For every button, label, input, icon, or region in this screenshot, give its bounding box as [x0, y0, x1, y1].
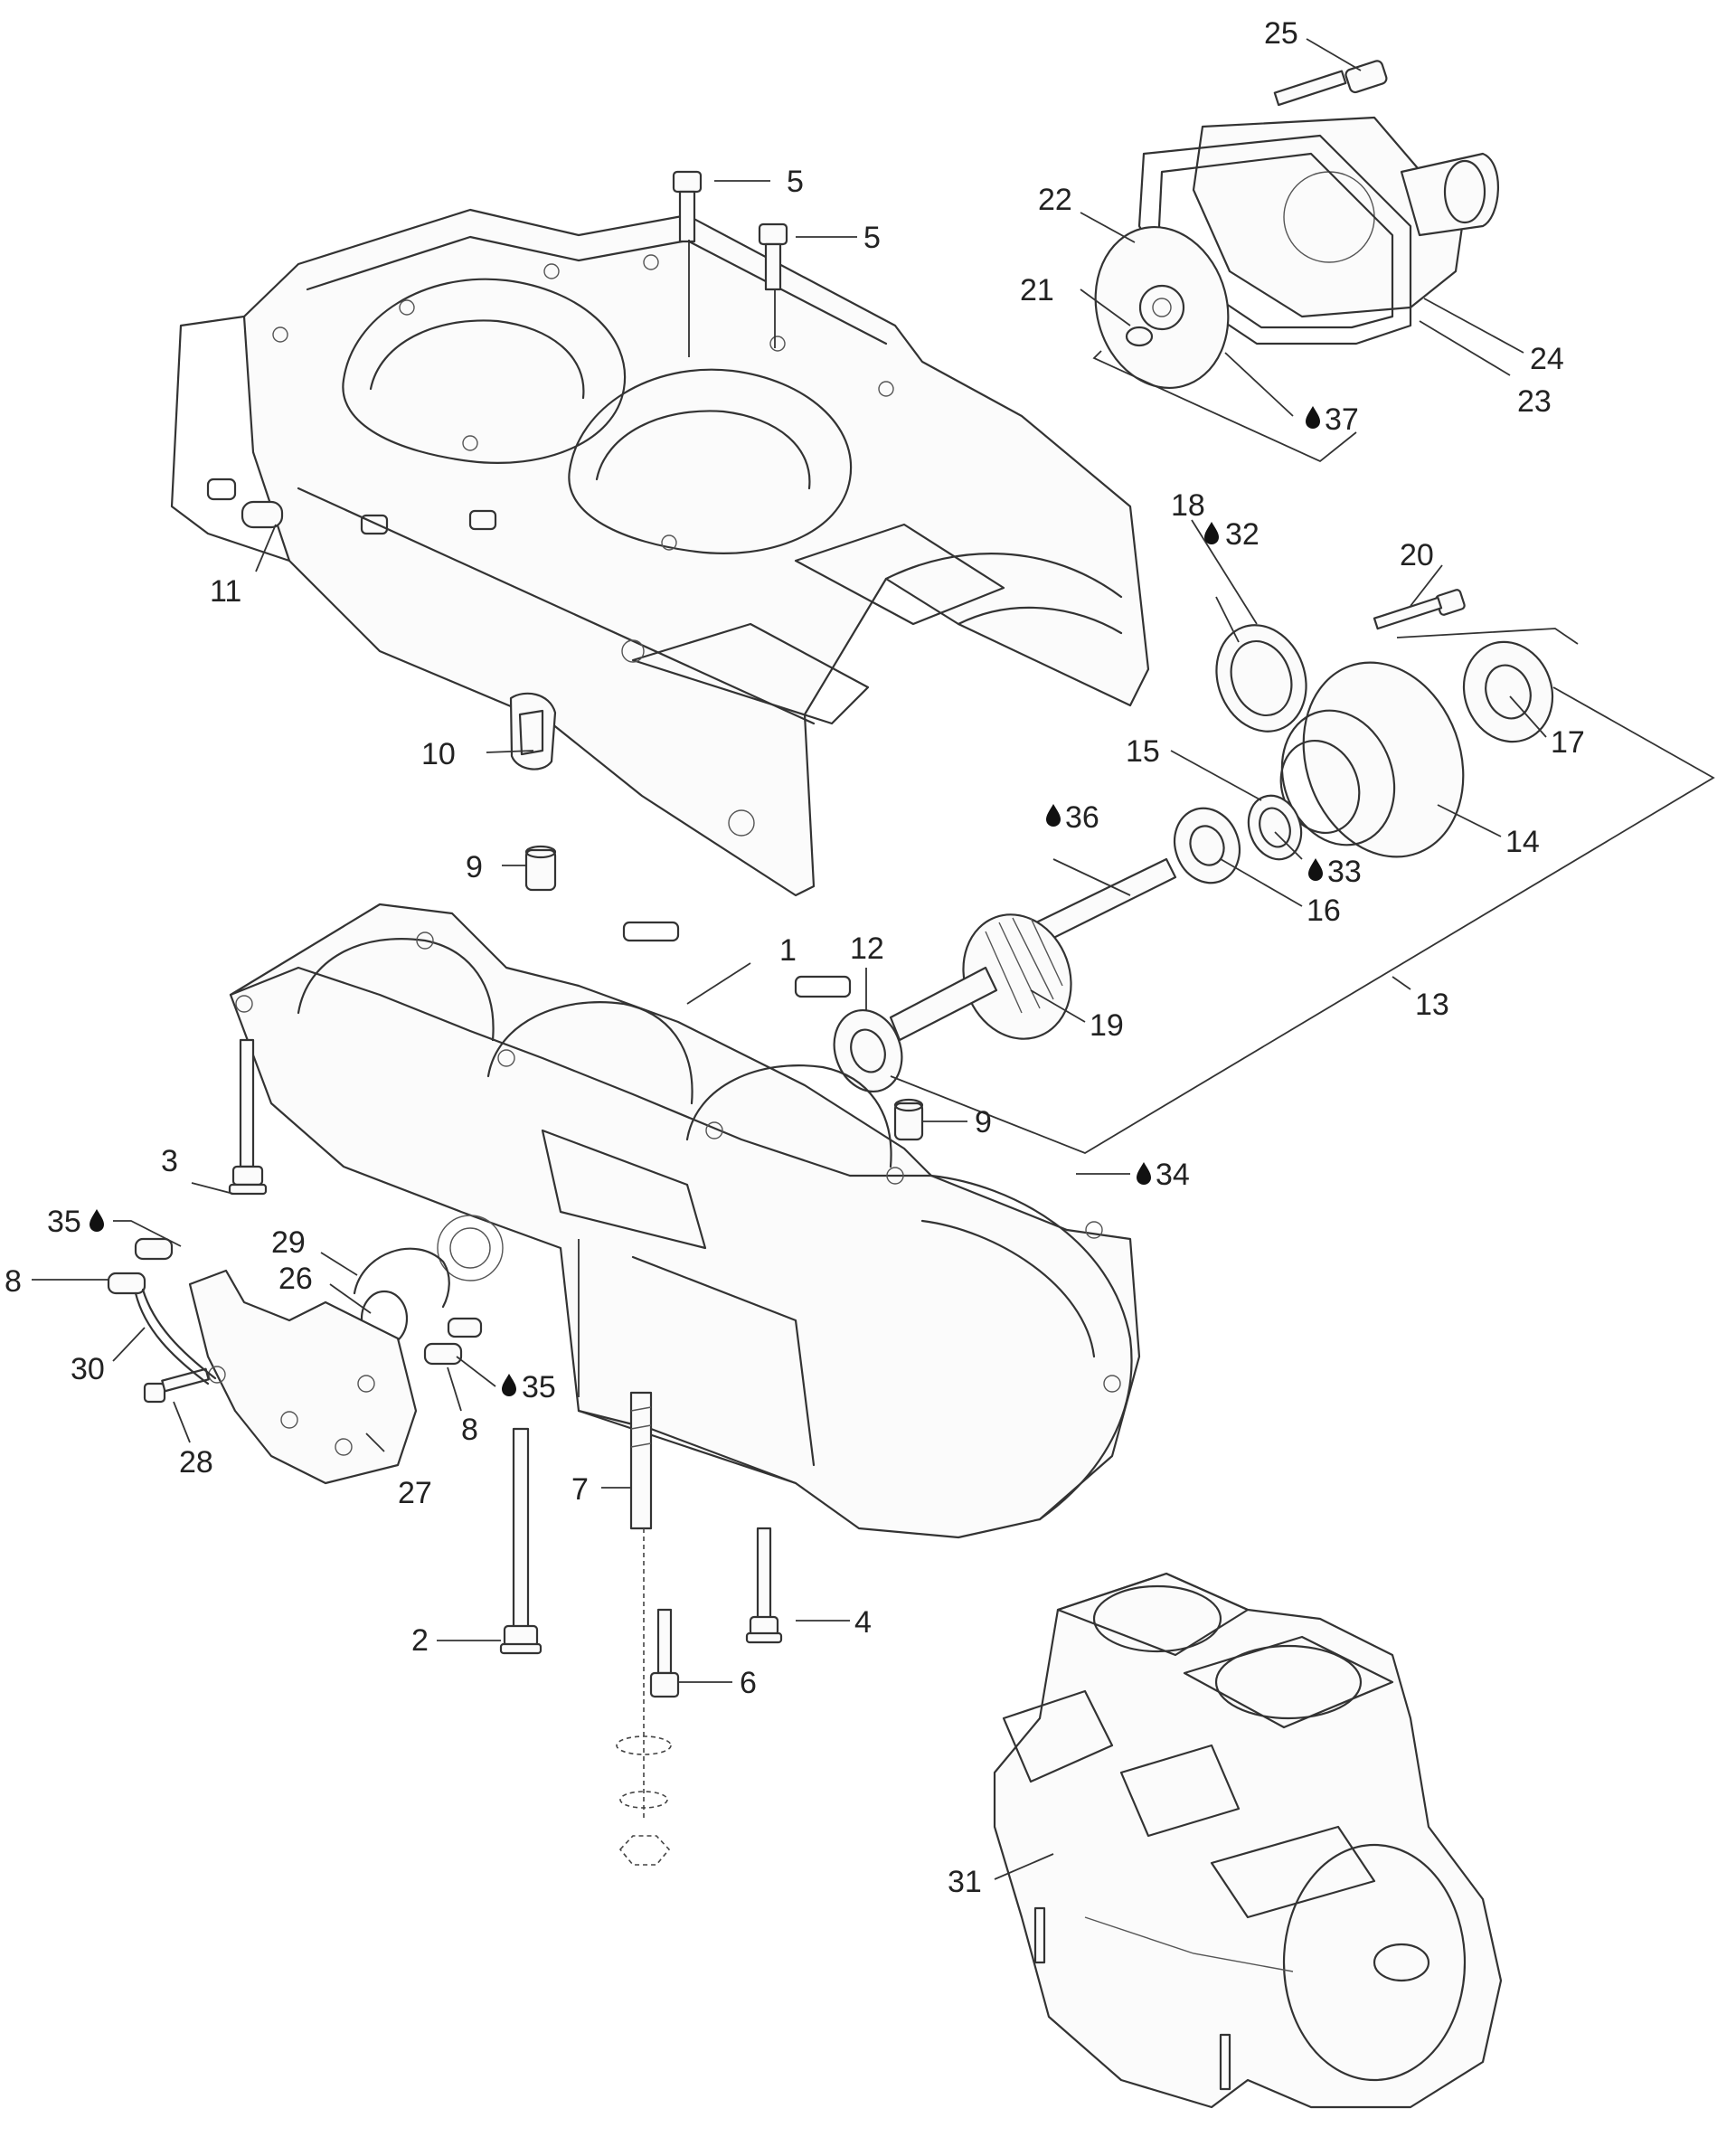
- lower-crankcase-half: [229, 903, 1141, 1539]
- seal-part-10: [509, 692, 557, 771]
- callout-6: 6: [740, 1666, 757, 1700]
- callout-32: 32: [1225, 517, 1260, 552]
- oil-drop-icon-35-right: [502, 1374, 516, 1396]
- fitting-part-8-left: [107, 1237, 174, 1295]
- oil-drop-icon-37: [1306, 406, 1320, 429]
- callout-3: 3: [161, 1144, 178, 1178]
- oil-drop-icon-35-left: [90, 1209, 104, 1232]
- impeller-part-22: [1094, 225, 1230, 390]
- bolt-part-5-b: [758, 222, 788, 291]
- callout-23: 23: [1517, 384, 1552, 419]
- seal-part-17: [1462, 640, 1554, 743]
- bolt-part-2: [499, 1427, 542, 1655]
- bolt-part-6: [649, 1608, 680, 1698]
- bolt-part-28: [143, 1367, 210, 1404]
- bolt-part-3: [228, 1038, 268, 1196]
- callout-9-lower: 9: [975, 1105, 992, 1139]
- bolt-part-20: [1373, 589, 1466, 630]
- callout-12: 12: [850, 931, 884, 966]
- callout-36: 36: [1065, 800, 1099, 835]
- callout-22: 22: [1038, 183, 1072, 217]
- gasket-part-29: [353, 1247, 450, 1309]
- callout-19: 19: [1090, 1008, 1124, 1043]
- oil-drop-icon-32: [1204, 522, 1219, 544]
- callout-35-right: 35: [522, 1370, 556, 1404]
- callout-1: 1: [779, 933, 797, 968]
- callout-11: 11: [210, 574, 241, 609]
- callout-34: 34: [1156, 1158, 1190, 1192]
- callout-4: 4: [854, 1605, 872, 1640]
- callout-28: 28: [179, 1445, 213, 1480]
- callout-5-b: 5: [863, 221, 881, 255]
- bolt-part-5-a: [672, 170, 703, 243]
- bolt-part-25: [1273, 60, 1388, 107]
- washer-part-21: [1125, 326, 1154, 347]
- callout-30: 30: [71, 1352, 105, 1386]
- upper-crankcase-half: [170, 208, 1150, 897]
- callout-7: 7: [571, 1472, 589, 1507]
- fitting-part-11: [241, 500, 284, 529]
- seal-part-15: [1247, 794, 1303, 861]
- bearing-part-12: [833, 1008, 903, 1093]
- callout-24: 24: [1530, 342, 1564, 376]
- callout-16: 16: [1307, 894, 1341, 928]
- callout-26: 26: [278, 1262, 313, 1296]
- oil-pump-part-27: [188, 1269, 418, 1485]
- dowel-part-9-lower: [893, 1098, 924, 1141]
- callout-33: 33: [1327, 855, 1362, 889]
- callout-9-upper: 9: [466, 850, 483, 884]
- bearing-part-16: [1174, 807, 1241, 884]
- assembled-engine-part-31: [993, 1572, 1503, 2109]
- optional-washers-and-nut: [616, 1528, 672, 1866]
- callout-10: 10: [421, 737, 456, 771]
- callout-2: 2: [411, 1623, 429, 1658]
- oil-drop-icon-34: [1137, 1162, 1151, 1185]
- callout-5-a: 5: [787, 165, 804, 199]
- callout-29: 29: [271, 1225, 306, 1260]
- callout-labels: 25 5 5 22 21 24 23 37 18 32 20 11 10 15 …: [5, 16, 1585, 1899]
- callout-21: 21: [1020, 273, 1054, 307]
- callout-18: 18: [1171, 488, 1205, 523]
- dowel-part-9-upper: [524, 845, 557, 892]
- callout-25: 25: [1264, 16, 1298, 51]
- callout-37: 37: [1325, 402, 1359, 437]
- callout-27: 27: [398, 1476, 432, 1510]
- callout-35-left: 35: [47, 1205, 81, 1239]
- assembly-bracket-lines: [890, 350, 1715, 1154]
- callout-15: 15: [1126, 734, 1160, 769]
- callout-8-right: 8: [461, 1413, 478, 1447]
- stud-part-7: [629, 1391, 653, 1530]
- callout-17: 17: [1551, 725, 1585, 760]
- callout-20: 20: [1400, 538, 1434, 572]
- pump-housing-part-24: [1192, 116, 1500, 318]
- callout-14: 14: [1505, 825, 1540, 859]
- oil-drop-icon-33: [1308, 858, 1323, 881]
- callout-31: 31: [948, 1865, 982, 1899]
- oil-drop-icon-36: [1046, 804, 1061, 827]
- seal-part-18: [1215, 624, 1307, 733]
- fitting-part-8-right: [423, 1317, 483, 1366]
- bolt-part-4: [745, 1527, 783, 1644]
- leader-lines: [32, 38, 1547, 1880]
- callout-13: 13: [1415, 988, 1449, 1022]
- drive-gear-part-19: [889, 913, 1072, 1042]
- housing-part-14: [1279, 661, 1465, 858]
- callout-8-left: 8: [5, 1264, 22, 1299]
- hose-part-30: [134, 1288, 217, 1385]
